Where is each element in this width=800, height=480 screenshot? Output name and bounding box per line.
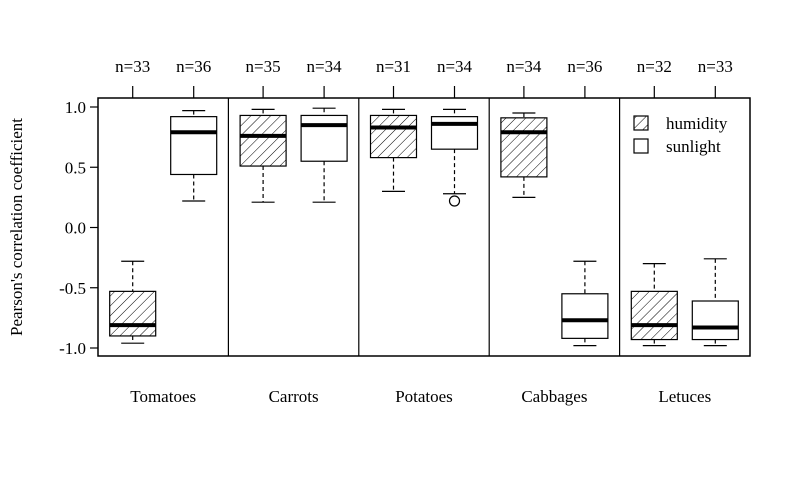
y-tick-label: 0.5 xyxy=(65,158,86,177)
category-label: Letuces xyxy=(658,387,711,406)
humidity-box xyxy=(239,114,287,167)
n-label: n=33 xyxy=(698,57,733,76)
legend-swatch-humidity xyxy=(633,115,649,131)
n-label: n=35 xyxy=(246,57,281,76)
sunlight-box xyxy=(561,293,609,339)
y-tick-label: -0.5 xyxy=(59,279,86,298)
category-label: Potatoes xyxy=(395,387,453,406)
n-label: n=34 xyxy=(437,57,473,76)
humidity-box xyxy=(109,290,157,337)
n-label: n=33 xyxy=(115,57,150,76)
category-label: Tomatoes xyxy=(130,387,196,406)
n-label: n=36 xyxy=(567,57,602,76)
y-tick-label: -1.0 xyxy=(59,339,86,358)
n-label: n=34 xyxy=(307,57,343,76)
y-tick-label: 1.0 xyxy=(65,98,86,117)
legend-label: sunlight xyxy=(666,137,721,156)
n-label: n=31 xyxy=(376,57,411,76)
legend-label: humidity xyxy=(666,114,728,133)
sunlight-box xyxy=(170,116,218,176)
sunlight-box xyxy=(691,300,739,341)
n-label: n=34 xyxy=(506,57,542,76)
n-label: n=36 xyxy=(176,57,211,76)
humidity-box xyxy=(500,117,548,178)
humidity-box xyxy=(369,114,418,159)
n-label: n=32 xyxy=(637,57,672,76)
legend-swatch-sunlight xyxy=(633,138,649,154)
outlier-point xyxy=(448,195,461,207)
sunlight-box xyxy=(300,114,348,162)
y-tick-label: 0.0 xyxy=(65,219,86,238)
y-axis-label: Pearson's correlation coefficient xyxy=(7,118,26,336)
humidity-box xyxy=(630,290,678,341)
sunlight-box xyxy=(430,116,479,150)
category-label: Carrots xyxy=(269,387,319,406)
category-label: Cabbages xyxy=(521,387,587,406)
